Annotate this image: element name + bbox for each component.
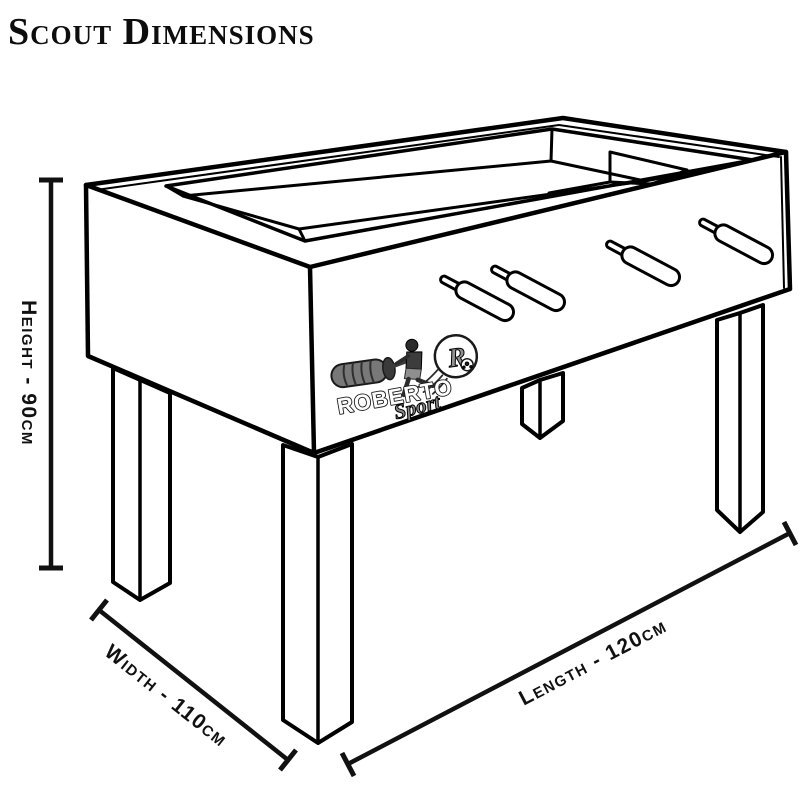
page-title: Scout Dimensions	[8, 11, 315, 53]
width-tick-start	[89, 598, 109, 622]
top-rim-bevel	[95, 124, 780, 191]
width-dimension: Width - 110cm	[89, 598, 298, 772]
leg-rear-right	[520, 371, 565, 440]
logo-player-figure	[394, 338, 435, 398]
logo-rod-grip	[330, 355, 418, 389]
wall-corner-west	[164, 184, 185, 198]
wall-corner-east	[643, 158, 755, 183]
wall-corner-north	[549, 127, 554, 163]
rod-handle-4	[698, 217, 775, 266]
width-dimension-line	[97, 608, 290, 762]
rod-handle-2	[490, 264, 567, 313]
length-tick-start	[339, 751, 357, 778]
length-dimension-line	[346, 531, 792, 766]
cabinet-front-left-edge	[307, 264, 317, 456]
table-top	[83, 115, 789, 270]
length-tick-end	[781, 520, 799, 547]
leg-front-left	[281, 442, 354, 745]
leg-rear-left	[111, 366, 172, 602]
speed-lines	[413, 369, 448, 395]
soccer-ball-icon	[460, 358, 474, 372]
length-dimension: Length - 120cm	[339, 520, 799, 778]
rod-handles	[439, 217, 775, 323]
brand-logo: R ROBERTO Sport	[330, 334, 479, 425]
top-rim-outer	[83, 115, 789, 270]
cabinet-right-bevel	[780, 156, 785, 289]
cabinet	[83, 149, 793, 456]
table-legs	[111, 303, 765, 745]
width-label: Width - 110cm	[100, 640, 232, 751]
height-label: Height - 90cm	[17, 300, 40, 446]
rod-handle-3	[605, 239, 682, 288]
rod-handle-1	[439, 274, 516, 323]
goal-box	[547, 150, 689, 195]
height-dimension: Height - 90cm	[17, 177, 63, 571]
wall-corner-south	[297, 227, 307, 243]
logo-script-text: Sport	[391, 389, 443, 424]
width-tick-end	[278, 748, 298, 772]
logo-badge: R	[413, 334, 479, 395]
table-illustration: R ROBERTO Sport	[83, 115, 793, 745]
leg-front-right	[715, 303, 765, 534]
